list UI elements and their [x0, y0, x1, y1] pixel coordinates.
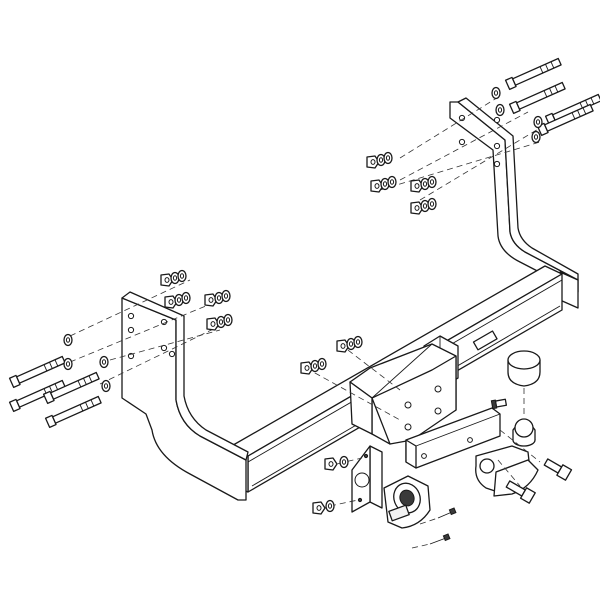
- bracket-hole: [493, 116, 501, 124]
- electrics-socket: [383, 475, 431, 529]
- nut-set: [411, 199, 436, 215]
- towball-bolts: [490, 398, 573, 504]
- bracket-hole: [127, 312, 135, 320]
- electrics-socket-plate: [351, 445, 383, 513]
- bracket-hole: [493, 160, 501, 168]
- bolt: [490, 398, 508, 410]
- nut-set: [337, 337, 362, 353]
- bracket-hole: [160, 318, 168, 326]
- plate-hole: [434, 407, 442, 415]
- bolt: [508, 80, 567, 115]
- nut-set: [371, 177, 396, 193]
- neck-boss: [479, 458, 495, 474]
- centre-nut-sets: [301, 337, 401, 421]
- bracket-hole: [127, 326, 135, 334]
- tow-ball-cap: [507, 350, 541, 414]
- plate-hole: [404, 401, 412, 409]
- tow-ball: [475, 418, 539, 497]
- washer: [101, 379, 111, 393]
- socket-hole: [354, 472, 370, 488]
- nut-set: [301, 359, 326, 375]
- bolt: [543, 458, 573, 481]
- washer: [325, 499, 335, 513]
- left-bolts: [8, 279, 233, 429]
- nut: [312, 501, 326, 515]
- washer: [491, 86, 501, 100]
- bolt: [504, 56, 563, 91]
- logo-plate: [472, 330, 498, 351]
- towball-mount: [405, 407, 501, 469]
- bracket-hole: [458, 138, 466, 146]
- nut: [324, 457, 338, 471]
- screw-hole: [363, 453, 369, 459]
- plate-hole: [404, 423, 412, 431]
- bracket-hole: [493, 142, 501, 150]
- screw: [437, 507, 457, 519]
- washer: [63, 357, 73, 371]
- washer: [339, 455, 349, 469]
- nut-set: [205, 291, 230, 307]
- washer: [531, 130, 541, 144]
- screw: [429, 533, 451, 545]
- bolt: [536, 102, 595, 137]
- centre-plate: [349, 343, 457, 445]
- right-bolts: [379, 56, 600, 201]
- right-mounting-bracket: [449, 97, 579, 293]
- washer: [495, 103, 505, 117]
- washer: [63, 333, 73, 347]
- nut-set: [207, 315, 232, 331]
- screw-hole: [357, 497, 363, 503]
- bracket-hole: [168, 350, 176, 358]
- nut-set: [367, 153, 392, 169]
- nut-set: [165, 293, 190, 309]
- mount-hole: [467, 437, 473, 443]
- washer: [99, 355, 109, 369]
- nut-set: [411, 177, 436, 193]
- washer: [533, 115, 543, 129]
- mount-hole: [421, 453, 427, 459]
- bolt: [505, 480, 536, 504]
- plate-hole: [434, 385, 442, 393]
- socket-fasteners: [312, 455, 457, 549]
- ball-head: [514, 418, 534, 438]
